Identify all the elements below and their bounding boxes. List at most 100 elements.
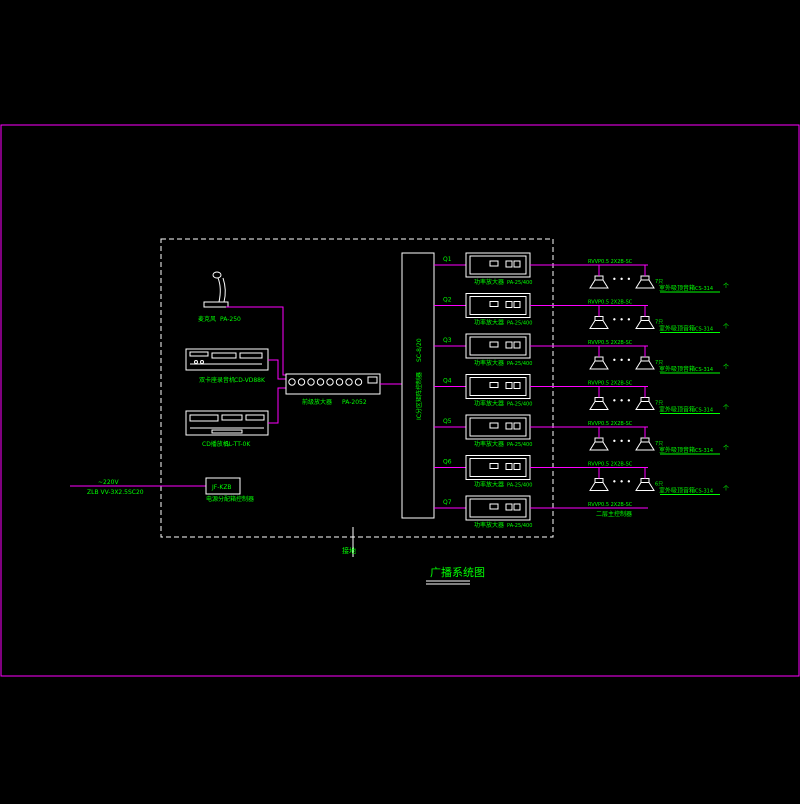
speaker-model: CS-314 <box>695 408 713 414</box>
speaker-icon <box>635 316 655 329</box>
speaker-model: CS-314 <box>695 286 713 292</box>
amp-model: PA-25/400 <box>507 280 532 286</box>
speaker-icon <box>635 397 655 410</box>
amp-model: PA-25/400 <box>507 361 532 367</box>
power-amplifier-icon <box>465 455 531 480</box>
speaker-label: 室外吸顶音箱 <box>659 284 695 292</box>
amp-model: PA-25/400 <box>507 442 532 448</box>
wire-cd-to-preamp <box>268 387 286 424</box>
speaker-label: 室外吸顶音箱 <box>659 446 695 454</box>
preamp-icon <box>285 373 381 395</box>
amp-label: 功率放大器 <box>474 521 504 529</box>
ellipsis: • • • <box>612 275 631 284</box>
speaker-unit: 个 <box>723 364 729 371</box>
ellipsis: • • • <box>612 316 631 325</box>
speaker-cable-label: RVVP0.5 2X2B-SC <box>588 502 633 508</box>
preamp-knob-icon <box>316 378 325 386</box>
preamp-knob-icon <box>307 378 315 386</box>
ellipsis: • • • <box>612 356 631 365</box>
speaker-model: CS-314 <box>695 489 713 495</box>
speaker-icon <box>589 356 609 370</box>
speaker-icon <box>589 478 609 491</box>
zone-id: Q4 <box>443 378 452 385</box>
preamp-knob-icon <box>354 378 363 386</box>
ellipsis: • • • <box>612 397 631 406</box>
speaker-icon <box>635 478 655 491</box>
amp-label: 功率放大器 <box>474 400 504 408</box>
power-amplifier-icon <box>465 293 531 318</box>
zone-id: Q7 <box>443 499 452 506</box>
ellipsis: • • • <box>612 437 631 446</box>
speaker-icon <box>635 356 655 370</box>
speaker-cable-label: RVVP0.5 2X2B-SC <box>588 300 633 306</box>
speaker-unit: 个 <box>723 283 729 290</box>
matrix-controller <box>401 252 435 519</box>
speaker-label: 二层主控制器 <box>596 510 632 518</box>
power-distribution-box: JF-KZB <box>205 477 241 495</box>
speaker-cable-label: RVVP0.5 2X2B-SC <box>588 462 633 468</box>
zone-id: Q1 <box>443 256 452 263</box>
speaker-count: 7只 <box>655 279 663 285</box>
zone-id: Q5 <box>443 418 452 425</box>
speaker-cable-label: RVVP0.5 2X2B-SC <box>588 381 633 387</box>
microphone-icon <box>203 271 229 308</box>
speaker-unit: 个 <box>723 486 729 493</box>
power-box-model: JF-KZB <box>211 484 232 491</box>
source-model-1: CD-VD88K <box>234 377 266 384</box>
amp-label: 功率放大器 <box>474 440 504 448</box>
speaker-icon <box>589 316 609 329</box>
power-amplifier-icon <box>465 374 531 399</box>
drawing-frame <box>0 124 800 677</box>
speaker-unit: 个 <box>723 324 729 331</box>
cassette-deck-icon <box>185 348 269 371</box>
amp-model: PA-25/400 <box>507 523 532 529</box>
zone-id: Q6 <box>443 459 452 466</box>
diagram-title: 广播系统图 <box>430 565 485 579</box>
zone-id: Q3 <box>443 337 452 344</box>
speaker-count: 7只 <box>655 320 663 326</box>
wire-deck-to-preamp <box>268 359 286 380</box>
power-amplifier-icon <box>465 414 531 440</box>
source-label-1: 双卡座录音机 <box>199 376 235 384</box>
amp-label: 功率放大器 <box>474 359 504 367</box>
speaker-count: 7只 <box>655 401 663 407</box>
speaker-icon <box>589 275 609 289</box>
amp-model: PA-25/400 <box>507 402 532 408</box>
zone-id: Q2 <box>443 297 452 304</box>
speaker-model: CS-314 <box>695 367 713 373</box>
speaker-label: 室外吸顶音箱 <box>659 487 695 495</box>
speaker-cable-label: RVVP0.5 2X2B-SC <box>588 340 633 346</box>
speaker-icon <box>635 275 655 289</box>
speaker-model: CS-314 <box>695 448 713 454</box>
amp-model: PA-25/400 <box>507 483 532 489</box>
preamp-knob-icon <box>345 378 353 386</box>
source-model-0: PA-250 <box>220 316 241 323</box>
preamp-model: PA-2052 <box>342 399 367 406</box>
preamp-label: 前级放大器 <box>302 398 332 406</box>
speaker-count: 7只 <box>655 360 663 366</box>
preamp-knob-icon <box>297 378 306 386</box>
speaker-label: 室外吸顶音箱 <box>659 406 695 414</box>
speaker-label: 室外吸顶音箱 <box>659 365 695 373</box>
speaker-unit: 个 <box>723 405 729 412</box>
cd-player-icon <box>185 410 269 436</box>
equipment-room-boundary <box>160 238 554 538</box>
amp-label: 功率放大器 <box>474 278 504 286</box>
speaker-label: 室外吸顶音箱 <box>659 325 695 333</box>
wire-mic-to-preamp <box>226 306 286 376</box>
speaker-icon <box>589 397 609 410</box>
speaker-cable-label: RVVP0.5 2X2B-SC <box>588 421 633 427</box>
power-amplifier-icon <box>465 333 531 359</box>
speaker-unit: 个 <box>723 445 729 452</box>
source-label-0: 麦克风 <box>198 315 216 323</box>
